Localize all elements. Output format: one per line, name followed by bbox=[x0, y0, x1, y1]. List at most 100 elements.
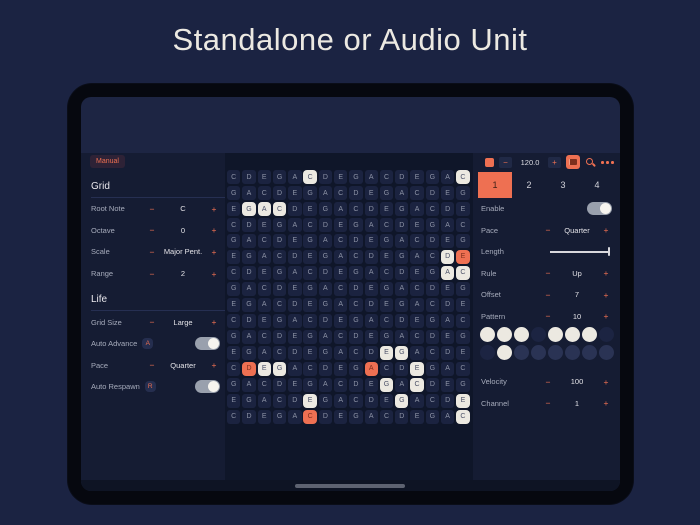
stop-icon[interactable] bbox=[485, 157, 494, 167]
grid-cell[interactable]: G bbox=[303, 377, 317, 392]
grid-cell[interactable]: G bbox=[425, 313, 440, 328]
grid-cell[interactable]: E bbox=[440, 377, 455, 392]
grid-cell[interactable]: D bbox=[440, 201, 455, 217]
home-indicator[interactable] bbox=[295, 484, 405, 488]
grid-cell[interactable]: D bbox=[272, 185, 287, 201]
grid-cell[interactable]: A bbox=[440, 217, 455, 233]
grid-cell[interactable]: E bbox=[227, 201, 241, 217]
grid-cell[interactable]: C bbox=[410, 329, 424, 344]
grid-cell[interactable]: D bbox=[440, 297, 455, 312]
grid-cell[interactable]: A bbox=[333, 249, 348, 265]
rule-plus-button[interactable]: + bbox=[603, 268, 609, 279]
grid-cell[interactable]: C bbox=[257, 185, 271, 201]
grid-cell[interactable]: A bbox=[288, 170, 302, 185]
grid-cell[interactable]: E bbox=[288, 377, 302, 392]
grid-cell[interactable]: A bbox=[410, 393, 424, 408]
grid-cell[interactable]: G bbox=[303, 185, 317, 201]
pattern-dot[interactable] bbox=[565, 327, 580, 342]
tab-1[interactable]: 1 bbox=[478, 172, 512, 198]
grid-cell[interactable]: A bbox=[440, 409, 455, 424]
grid-cell[interactable]: D bbox=[349, 329, 363, 344]
grid-cell[interactable]: D bbox=[395, 409, 409, 424]
pattern-dot[interactable] bbox=[480, 344, 495, 360]
grid-cell[interactable]: D bbox=[288, 297, 302, 312]
grid-cell[interactable]: C bbox=[379, 409, 394, 424]
grid-cell[interactable]: A bbox=[318, 233, 333, 249]
grid-cell[interactable]: C bbox=[227, 217, 241, 233]
grid-cell[interactable]: C bbox=[227, 361, 241, 376]
grid-cell[interactable]: G bbox=[318, 393, 333, 408]
grid-cell[interactable]: E bbox=[257, 170, 271, 185]
pattern-dot[interactable] bbox=[582, 327, 597, 342]
grid-size-minus-button[interactable]: − bbox=[149, 317, 155, 328]
grid-cell[interactable]: A bbox=[364, 409, 378, 424]
grid-cell[interactable]: D bbox=[288, 249, 302, 265]
grid-cell[interactable]: G bbox=[242, 297, 256, 312]
grid-cell[interactable]: G bbox=[272, 265, 287, 280]
grid-cell[interactable]: A bbox=[288, 409, 302, 424]
grid-cell[interactable]: D bbox=[349, 233, 363, 249]
tab-3[interactable]: 3 bbox=[560, 180, 566, 190]
tab-2[interactable]: 2 bbox=[526, 180, 532, 190]
grid-cell[interactable]: E bbox=[379, 393, 394, 408]
grid-cell[interactable]: G bbox=[272, 409, 287, 424]
grid-cell[interactable]: G bbox=[349, 361, 363, 376]
grid-cell[interactable]: G bbox=[425, 265, 440, 280]
grid-cell[interactable]: C bbox=[379, 265, 394, 280]
grid-cell[interactable]: G bbox=[379, 233, 394, 249]
grid-cell[interactable]: A bbox=[440, 265, 455, 280]
grid-cell[interactable]: A bbox=[364, 265, 378, 280]
grid-cell[interactable]: C bbox=[456, 217, 470, 233]
grid-cell[interactable]: E bbox=[456, 201, 470, 217]
grid-cell[interactable]: A bbox=[242, 185, 256, 201]
grid-cell[interactable]: E bbox=[288, 281, 302, 296]
grid-cell[interactable]: A bbox=[288, 313, 302, 328]
grid-cell[interactable]: G bbox=[349, 217, 363, 233]
grid-cell[interactable]: C bbox=[303, 409, 317, 424]
slider-handle[interactable] bbox=[607, 247, 610, 257]
pattern-dot[interactable] bbox=[514, 327, 529, 342]
channel-plus-button[interactable]: + bbox=[603, 398, 609, 409]
grid-cell[interactable]: A bbox=[395, 329, 409, 344]
grid-cell[interactable]: D bbox=[425, 377, 440, 392]
grid-cell[interactable]: E bbox=[333, 409, 348, 424]
grid-cell[interactable]: G bbox=[456, 185, 470, 201]
grid-cell[interactable]: C bbox=[425, 201, 440, 217]
grid-cell[interactable]: C bbox=[272, 393, 287, 408]
grid-cell[interactable]: C bbox=[456, 265, 470, 280]
manual-button[interactable]: Manual bbox=[90, 155, 125, 168]
search-icon[interactable] bbox=[585, 157, 596, 168]
pattern-dot[interactable] bbox=[582, 344, 597, 360]
grid-cell[interactable]: A bbox=[242, 281, 256, 296]
grid-cell[interactable]: E bbox=[303, 345, 317, 360]
pattern-dot[interactable] bbox=[548, 327, 563, 342]
grid-cell[interactable]: A bbox=[257, 249, 271, 265]
grid-cell[interactable]: G bbox=[318, 345, 333, 360]
grid-cell[interactable]: C bbox=[379, 170, 394, 185]
pattern-dot[interactable] bbox=[548, 344, 563, 360]
grid-cell[interactable]: G bbox=[242, 345, 256, 360]
grid-cell[interactable]: E bbox=[410, 409, 424, 424]
pattern-dot[interactable] bbox=[497, 327, 512, 342]
tempo-plus-button[interactable]: + bbox=[548, 156, 561, 168]
more-options-icon[interactable] bbox=[601, 160, 615, 164]
grid-cell[interactable]: G bbox=[456, 377, 470, 392]
grid-cell[interactable]: E bbox=[440, 281, 455, 296]
grid-cell[interactable]: A bbox=[364, 313, 378, 328]
grid-cell[interactable]: A bbox=[440, 313, 455, 328]
grid-cell[interactable]: C bbox=[410, 185, 424, 201]
grid-cell[interactable]: D bbox=[395, 170, 409, 185]
grid-cell[interactable]: E bbox=[364, 377, 378, 392]
grid-cell[interactable]: G bbox=[395, 297, 409, 312]
grid-cell[interactable]: A bbox=[410, 201, 424, 217]
grid-cell[interactable]: A bbox=[318, 281, 333, 296]
velocity-plus-button[interactable]: + bbox=[603, 376, 609, 387]
grid-cell[interactable]: G bbox=[379, 377, 394, 392]
auto-advance-toggle[interactable] bbox=[195, 337, 220, 351]
grid-cell[interactable]: C bbox=[333, 281, 348, 296]
grid-cell[interactable]: D bbox=[349, 281, 363, 296]
grid-cell[interactable]: A bbox=[364, 170, 378, 185]
grid-cell[interactable]: E bbox=[379, 201, 394, 217]
grid-size-plus-button[interactable]: + bbox=[211, 317, 217, 328]
grid-cell[interactable]: A bbox=[242, 377, 256, 392]
